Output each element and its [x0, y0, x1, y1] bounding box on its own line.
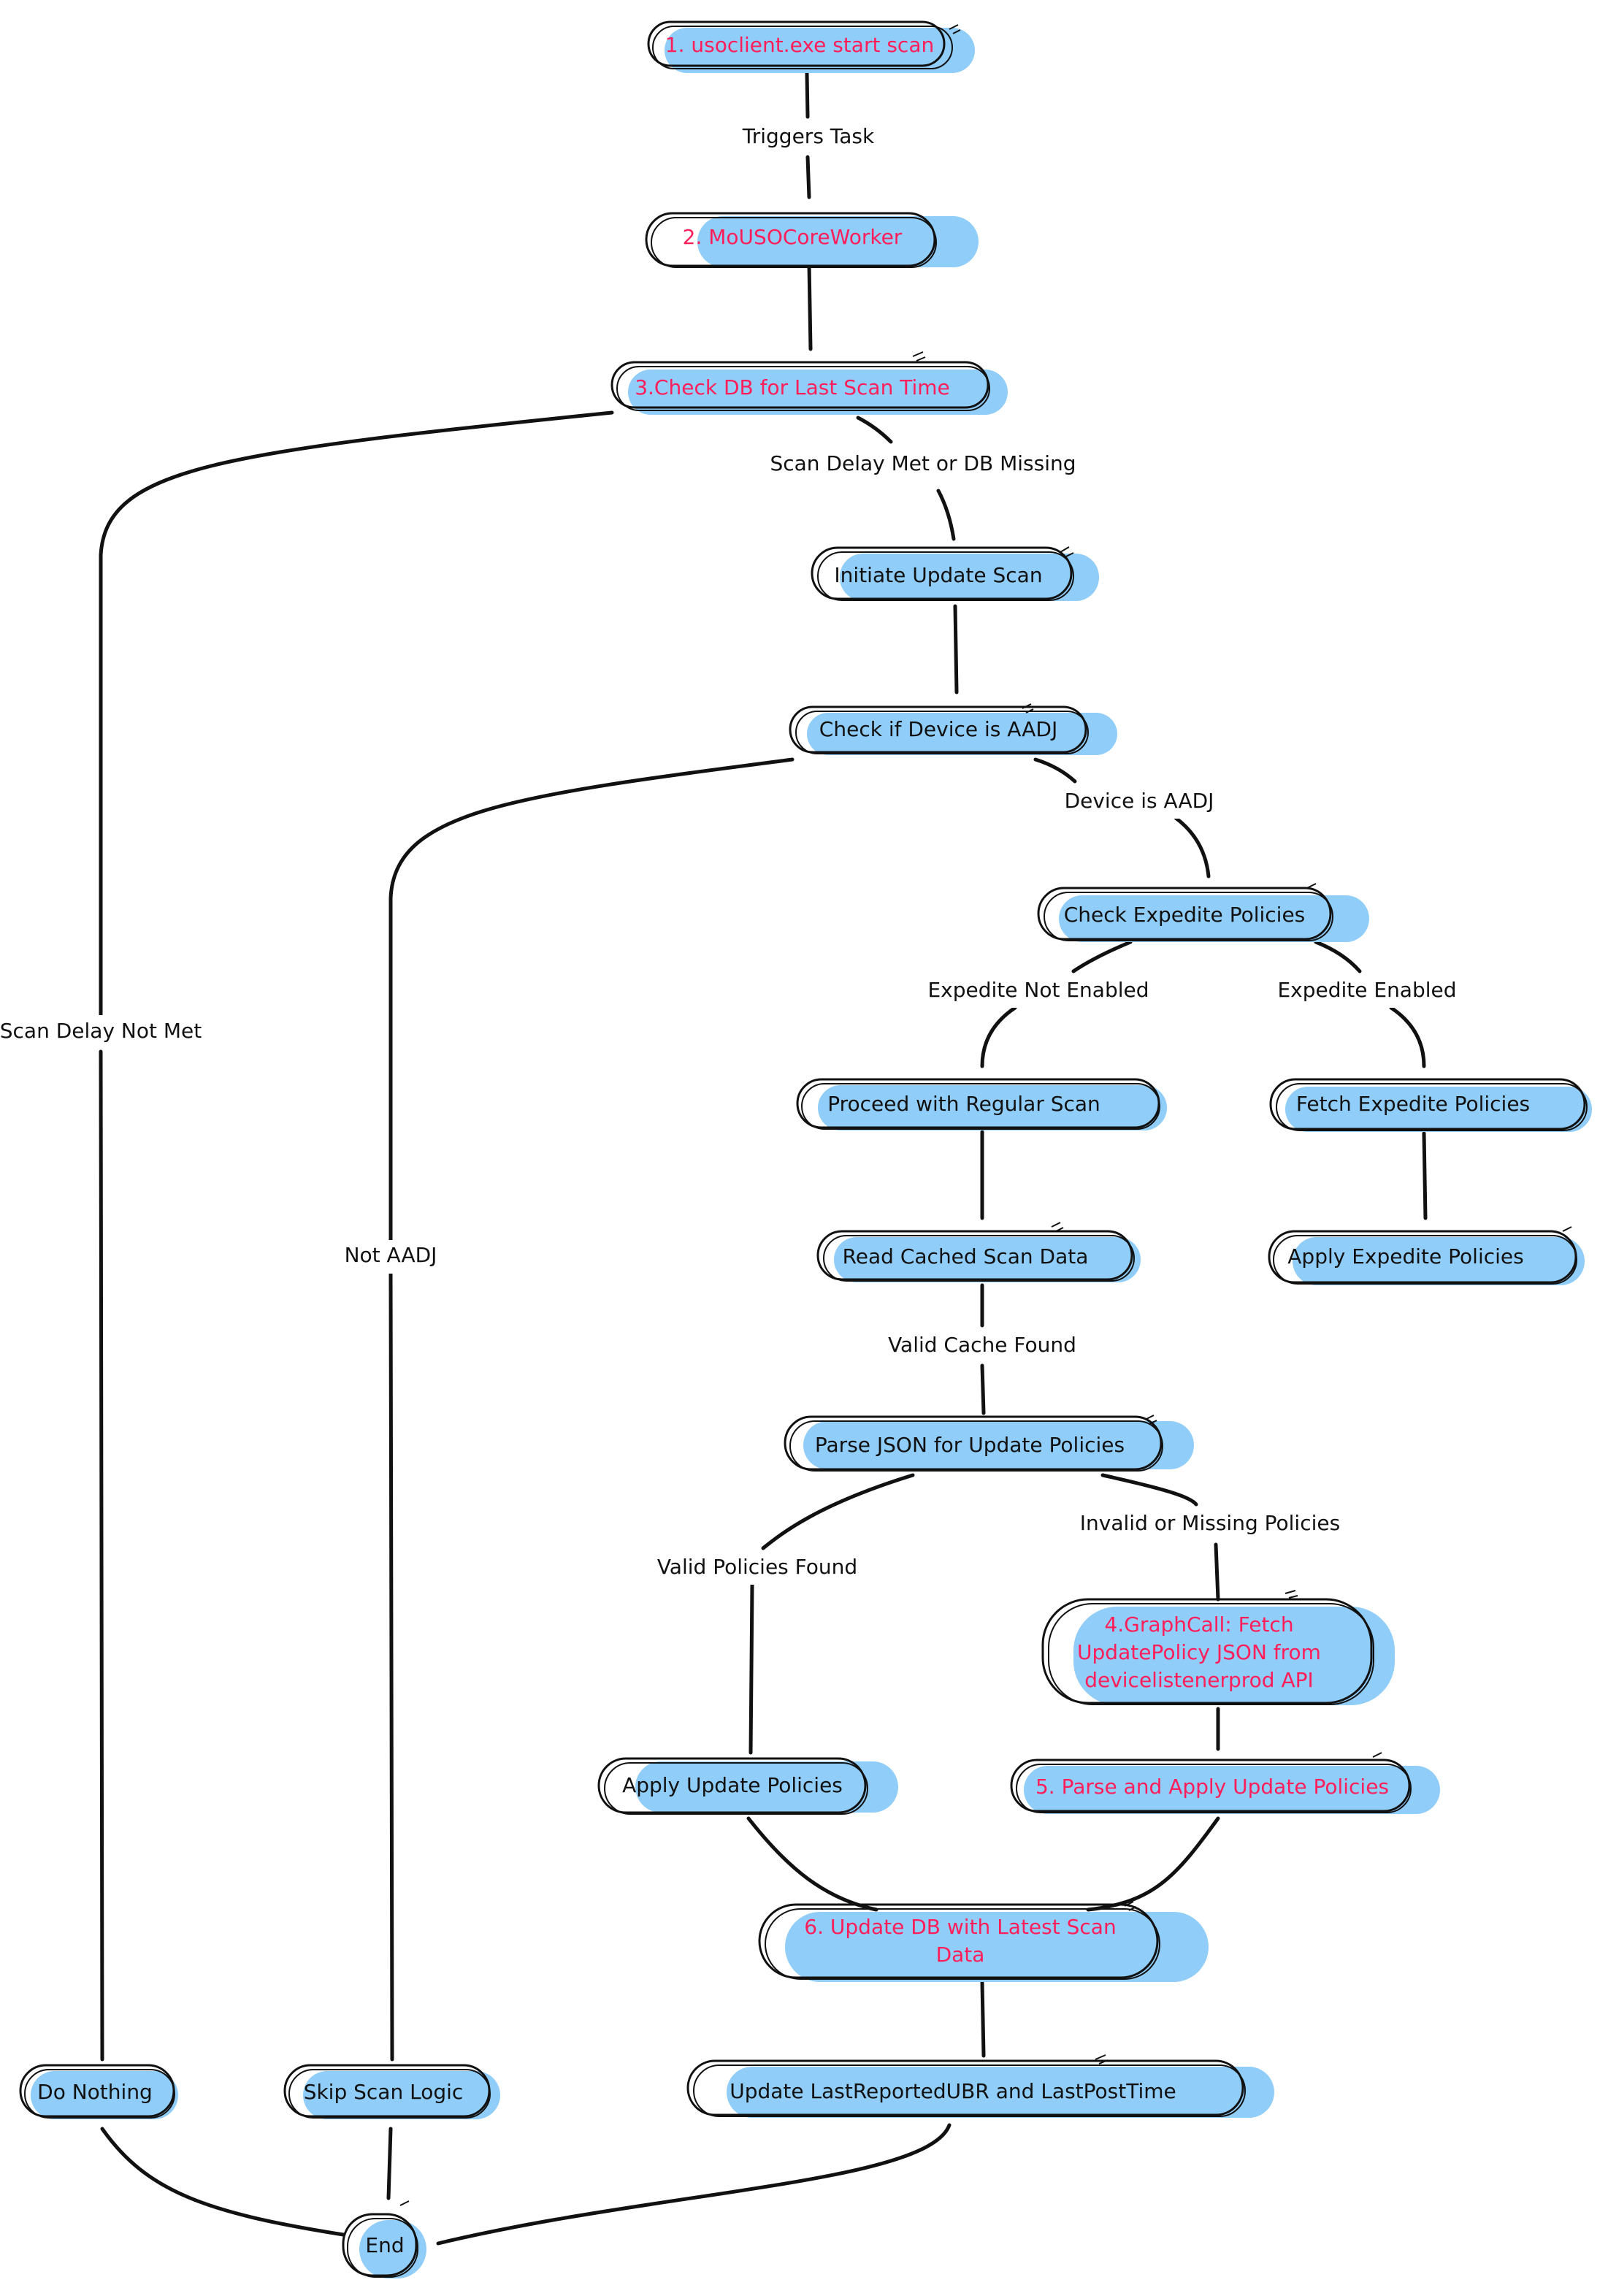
svg-text:Parse JSON for Update Policies: Parse JSON for Update Policies — [815, 1433, 1125, 1457]
edge-n5-n6 — [1033, 757, 1211, 879]
sketch-marks — [399, 24, 1572, 2206]
edge-n16-n19 — [100, 2127, 345, 2237]
edge-label-scan-delay-not-met: Scan Delay Not Met — [0, 1015, 202, 1049]
svg-text:3.Check DB for Last Scan Time: 3.Check DB for Last Scan Time — [635, 375, 950, 399]
svg-text:Do Nothing: Do Nothing — [37, 2080, 153, 2104]
svg-text:2. MoUSOCoreWorker: 2. MoUSOCoreWorker — [683, 225, 903, 249]
node-mousocoreworker[interactable]: 2. MoUSOCoreWorker — [645, 212, 979, 268]
node-parse-json-update-policies[interactable]: Parse JSON for Update Policies — [784, 1415, 1194, 1472]
svg-text:1. usoclient.exe start scan: 1. usoclient.exe start scan — [665, 33, 934, 57]
svg-text:Apply Expedite Policies: Apply Expedite Policies — [1287, 1244, 1523, 1268]
svg-text:Invalid or Missing Policies: Invalid or Missing Policies — [1080, 1511, 1340, 1535]
svg-text:UpdatePolicy JSON from: UpdatePolicy JSON from — [1077, 1640, 1321, 1664]
svg-text:Check Expedite Policies: Check Expedite Policies — [1064, 903, 1306, 927]
svg-text:4.GraphCall: Fetch: 4.GraphCall: Fetch — [1104, 1612, 1293, 1637]
svg-text:Valid Cache Found: Valid Cache Found — [888, 1333, 1076, 1357]
edge-n5-n17 — [388, 757, 795, 2062]
edge-n11-n12 — [749, 1473, 915, 1755]
edge-label-invalid-or-missing: Invalid or Missing Policies — [1080, 1507, 1340, 1541]
edge-n6-n7 — [980, 940, 1133, 1068]
node-apply-expedite-policies[interactable]: Apply Expedite Policies — [1268, 1230, 1585, 1285]
edges — [99, 71, 1428, 2246]
node-skip-scan-logic[interactable]: Skip Scan Logic — [283, 2064, 500, 2119]
svg-text:Device is AADJ: Device is AADJ — [1065, 789, 1214, 813]
node-fetch-expedite-policies[interactable]: Fetch Expedite Policies — [1269, 1078, 1592, 1132]
edge-n12-n15 — [746, 1816, 878, 1912]
svg-text:Initiate Update Scan: Initiate Update Scan — [834, 563, 1042, 587]
svg-text:Expedite Not Enabled: Expedite Not Enabled — [927, 978, 1149, 1002]
svg-text:Scan Delay Met or DB Missing: Scan Delay Met or DB Missing — [770, 451, 1076, 475]
edge-n17-n19 — [386, 2127, 393, 2200]
node-proceed-regular-scan[interactable]: Proceed with Regular Scan — [796, 1078, 1167, 1130]
node-do-nothing[interactable]: Do Nothing — [19, 2064, 178, 2119]
nodes: 1. usoclient.exe start scan 2. MoUSOCore… — [19, 20, 1592, 2278]
svg-text:Check if Device is AADJ: Check if Device is AADJ — [819, 717, 1057, 741]
edge-n3-n4 — [856, 416, 956, 541]
edge-label-valid-policies-found: Valid Policies Found — [657, 1551, 857, 1585]
svg-text:End: End — [365, 2233, 404, 2257]
edge-n2-n3 — [807, 262, 813, 351]
node-check-device-aadj[interactable]: Check if Device is AADJ — [789, 705, 1117, 755]
edge-n1-n2 — [805, 71, 811, 199]
node-check-expedite-policies[interactable]: Check Expedite Policies — [1037, 887, 1369, 942]
node-initiate-update-scan[interactable]: Initiate Update Scan — [811, 546, 1099, 601]
edge-n4-n5 — [953, 604, 959, 694]
svg-text:6. Update DB with Latest Scan: 6. Update DB with Latest Scan — [804, 1915, 1116, 1939]
node-update-lastreportedubr[interactable]: Update LastReportedUBR and LastPostTime — [686, 2059, 1274, 2118]
edge-n14-n15 — [1086, 1816, 1220, 1912]
node-graphcall-fetch-updatepolicy[interactable]: 4.GraphCall: Fetch UpdatePolicy JSON fro… — [1041, 1598, 1395, 1705]
edge-label-not-aadj: Not AADJ — [334, 1240, 448, 1274]
edge-label-expedite-enabled: Expedite Enabled — [1277, 974, 1457, 1008]
node-usoclient-start-scan[interactable]: 1. usoclient.exe start scan — [647, 20, 975, 73]
edge-n11-n13 — [1100, 1473, 1220, 1602]
svg-text:Not AADJ: Not AADJ — [345, 1243, 437, 1267]
edge-label-device-is-aadj: Device is AADJ — [1059, 785, 1220, 819]
svg-text:Proceed with Regular Scan: Proceed with Regular Scan — [827, 1092, 1100, 1116]
edge-label-triggers-task: Triggers Task — [738, 120, 880, 154]
node-end[interactable]: End — [342, 2213, 426, 2278]
edge-n3-n16 — [99, 410, 614, 2062]
svg-text:Skip Scan Logic: Skip Scan Logic — [304, 2080, 464, 2104]
edge-label-valid-cache-found: Valid Cache Found — [888, 1329, 1076, 1363]
svg-text:Read Cached Scan Data: Read Cached Scan Data — [843, 1244, 1089, 1268]
svg-text:Scan Delay Not Met: Scan Delay Not Met — [0, 1019, 202, 1043]
svg-text:Update LastReportedUBR and Las: Update LastReportedUBR and LastPostTime — [730, 2079, 1176, 2103]
edge-n8-n10 — [1422, 1131, 1428, 1220]
svg-text:Triggers Task: Triggers Task — [742, 124, 875, 148]
svg-text:devicelistenerprod API: devicelistenerprod API — [1084, 1668, 1314, 1692]
svg-text:Fetch Expedite Policies: Fetch Expedite Policies — [1296, 1092, 1530, 1116]
edge-n9-n11 — [980, 1283, 986, 1415]
edge-labels: Triggers Task Scan Delay Met or DB Missi… — [0, 120, 1457, 1585]
node-check-db-last-scan-time[interactable]: 3.Check DB for Last Scan Time — [610, 361, 1008, 415]
svg-text:5. Parse and Apply Update Poli: 5. Parse and Apply Update Policies — [1035, 1775, 1389, 1799]
edge-n6-n8 — [1314, 940, 1426, 1068]
node-parse-apply-update-policies[interactable]: 5. Parse and Apply Update Policies — [1010, 1759, 1440, 1814]
svg-text:Valid Policies Found: Valid Policies Found — [657, 1555, 857, 1579]
edge-label-expedite-not-enabled: Expedite Not Enabled — [927, 974, 1149, 1008]
svg-text:Data: Data — [936, 1943, 985, 1967]
edge-n15-n18 — [980, 1981, 986, 2058]
node-update-db-latest-scan[interactable]: 6. Update DB with Latest Scan Data — [758, 1903, 1209, 1982]
svg-text:Expedite Enabled: Expedite Enabled — [1277, 978, 1456, 1002]
edge-label-scan-delay-met: Scan Delay Met or DB Missing — [770, 447, 1076, 481]
svg-text:Apply Update Policies: Apply Update Policies — [622, 1773, 843, 1797]
node-read-cached-scan-data[interactable]: Read Cached Scan Data — [816, 1230, 1141, 1282]
node-apply-update-policies[interactable]: Apply Update Policies — [597, 1757, 898, 1815]
edge-n18-n19 — [436, 2123, 952, 2246]
